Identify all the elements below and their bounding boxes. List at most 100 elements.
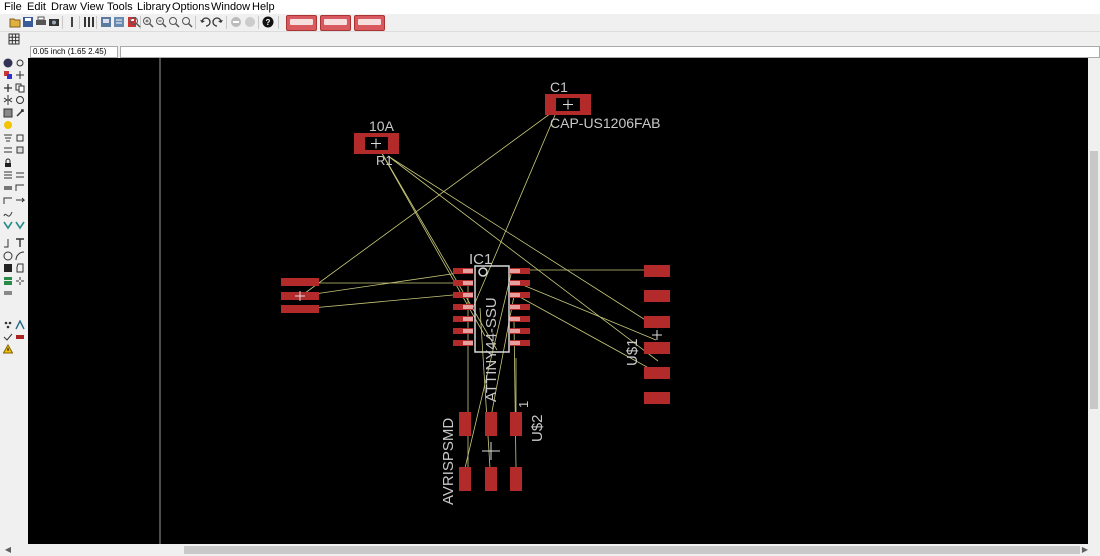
auto-icon[interactable] (3, 276, 13, 286)
go-icon[interactable] (244, 16, 256, 28)
display-icon[interactable] (3, 70, 13, 80)
main-toolbar: ? (0, 14, 1100, 31)
menu-library[interactable]: Library (137, 1, 171, 13)
arc-icon[interactable] (3, 220, 13, 230)
run-icon[interactable] (83, 16, 95, 28)
pcb-quote-button[interactable] (320, 15, 351, 31)
attribute-icon[interactable] (15, 251, 25, 261)
dimension-icon[interactable] (3, 263, 13, 273)
airwire (375, 142, 498, 351)
drc-icon[interactable] (3, 288, 13, 298)
copy-icon[interactable] (15, 83, 25, 93)
text-icon[interactable] (15, 195, 25, 205)
u2-avrisp-header[interactable]: 1 U$2 AVRISPSMD (440, 401, 546, 505)
lock-icon[interactable] (3, 158, 13, 168)
script-icon[interactable] (66, 16, 78, 28)
via-icon[interactable] (15, 238, 25, 248)
command-input[interactable] (120, 46, 1100, 58)
redo-icon[interactable] (212, 16, 224, 28)
menu-tools[interactable]: Tools (107, 1, 133, 13)
rotate-icon[interactable] (15, 95, 25, 105)
airwire (479, 307, 491, 469)
ic1-pin1-marker (478, 267, 488, 277)
cam-icon[interactable] (48, 16, 60, 28)
paste-icon[interactable] (3, 120, 13, 130)
circle-icon[interactable] (3, 208, 13, 218)
ripup-icon[interactable] (15, 183, 25, 193)
u1-pad (644, 265, 670, 277)
r1-origin (371, 138, 381, 149)
errors-icon[interactable] (3, 320, 13, 330)
delete-icon[interactable] (3, 133, 13, 143)
wire-icon[interactable] (3, 195, 13, 205)
route-icon[interactable] (3, 183, 13, 193)
menu-bar: File Edit Draw View Tools Library Option… (0, 0, 1100, 14)
schematic-icon[interactable] (113, 16, 125, 28)
idf-button[interactable] (354, 15, 385, 31)
menu-edit[interactable]: Edit (27, 1, 46, 13)
board-drawing[interactable]: 10A R1 C1 CAP-US1206FAB (28, 58, 1088, 544)
airwire (517, 295, 657, 373)
menu-view[interactable]: View (80, 1, 104, 13)
ratsnest-icon[interactable] (15, 263, 25, 273)
erc-check-icon[interactable] (15, 332, 25, 342)
optimize-icon[interactable] (15, 170, 25, 180)
mark-icon[interactable] (15, 70, 25, 80)
r1-resistor[interactable]: 10A R1 (354, 118, 399, 168)
menu-help[interactable]: Help (252, 1, 275, 13)
signal-icon[interactable] (15, 320, 25, 330)
board-icon[interactable] (100, 16, 112, 28)
menu-options[interactable]: Options (172, 1, 210, 13)
zoom-fit-icon[interactable] (129, 16, 141, 28)
stop-icon[interactable] (230, 16, 242, 28)
vertical-scroll-thumb[interactable] (1090, 151, 1098, 409)
library-icon[interactable] (126, 16, 138, 28)
info-icon[interactable] (3, 58, 13, 68)
pinswap-icon[interactable] (3, 145, 13, 155)
grid-icon[interactable] (8, 33, 20, 45)
move-icon[interactable] (3, 83, 13, 93)
rect-icon[interactable] (15, 220, 25, 230)
vertical-scrollbar[interactable] (1088, 58, 1100, 544)
help-icon[interactable]: ? (262, 16, 274, 28)
r1-value-label: 10A (369, 118, 395, 134)
hole-icon[interactable] (3, 251, 13, 261)
show-icon[interactable] (15, 58, 25, 68)
warning-icon[interactable] (3, 344, 13, 354)
menu-file[interactable]: File (4, 1, 22, 13)
polygon-icon[interactable] (3, 238, 13, 248)
replace-icon[interactable] (15, 145, 25, 155)
zoom-in-icon[interactable] (142, 16, 154, 28)
zoom-select-icon[interactable] (181, 16, 193, 28)
svg-text:?: ? (266, 18, 271, 27)
scroll-right-arrow-icon[interactable]: ▶ (1081, 545, 1089, 554)
save-icon[interactable] (22, 16, 34, 28)
u1-connector[interactable]: U$1 (624, 265, 670, 404)
c1-name-label: C1 (550, 79, 568, 95)
menu-draw[interactable]: Draw (51, 1, 77, 13)
ic1-attiny44[interactable]: IC1 ATTINY44-SSU (453, 251, 530, 402)
open-icon[interactable] (9, 16, 21, 28)
undo-icon[interactable] (199, 16, 211, 28)
zoom-redraw-icon[interactable] (168, 16, 180, 28)
design-link-button[interactable] (286, 15, 317, 31)
horizontal-scroll-thumb[interactable] (184, 546, 1080, 554)
print-icon[interactable] (35, 16, 47, 28)
add-icon[interactable] (15, 133, 25, 143)
c1-capacitor[interactable]: C1 CAP-US1206FAB (545, 79, 661, 131)
u2-pin1-label: 1 (516, 401, 531, 408)
zoom-out-icon[interactable] (155, 16, 167, 28)
scroll-left-arrow-icon[interactable]: ◀ (4, 545, 12, 554)
horizontal-scrollbar[interactable]: ◀ ▶ (0, 544, 1100, 556)
split-icon[interactable] (3, 170, 13, 180)
menu-window[interactable]: Window (211, 1, 251, 13)
toolbar-separator (62, 16, 63, 29)
erc-icon[interactable] (15, 276, 25, 286)
mirror-icon[interactable] (3, 95, 13, 105)
group-icon[interactable] (3, 108, 13, 118)
header-footprint[interactable] (281, 278, 319, 313)
board-canvas[interactable]: 10A R1 C1 CAP-US1206FAB (28, 58, 1088, 544)
change-icon[interactable] (15, 108, 25, 118)
airwire (464, 269, 513, 469)
drc-check-icon[interactable] (3, 332, 13, 342)
